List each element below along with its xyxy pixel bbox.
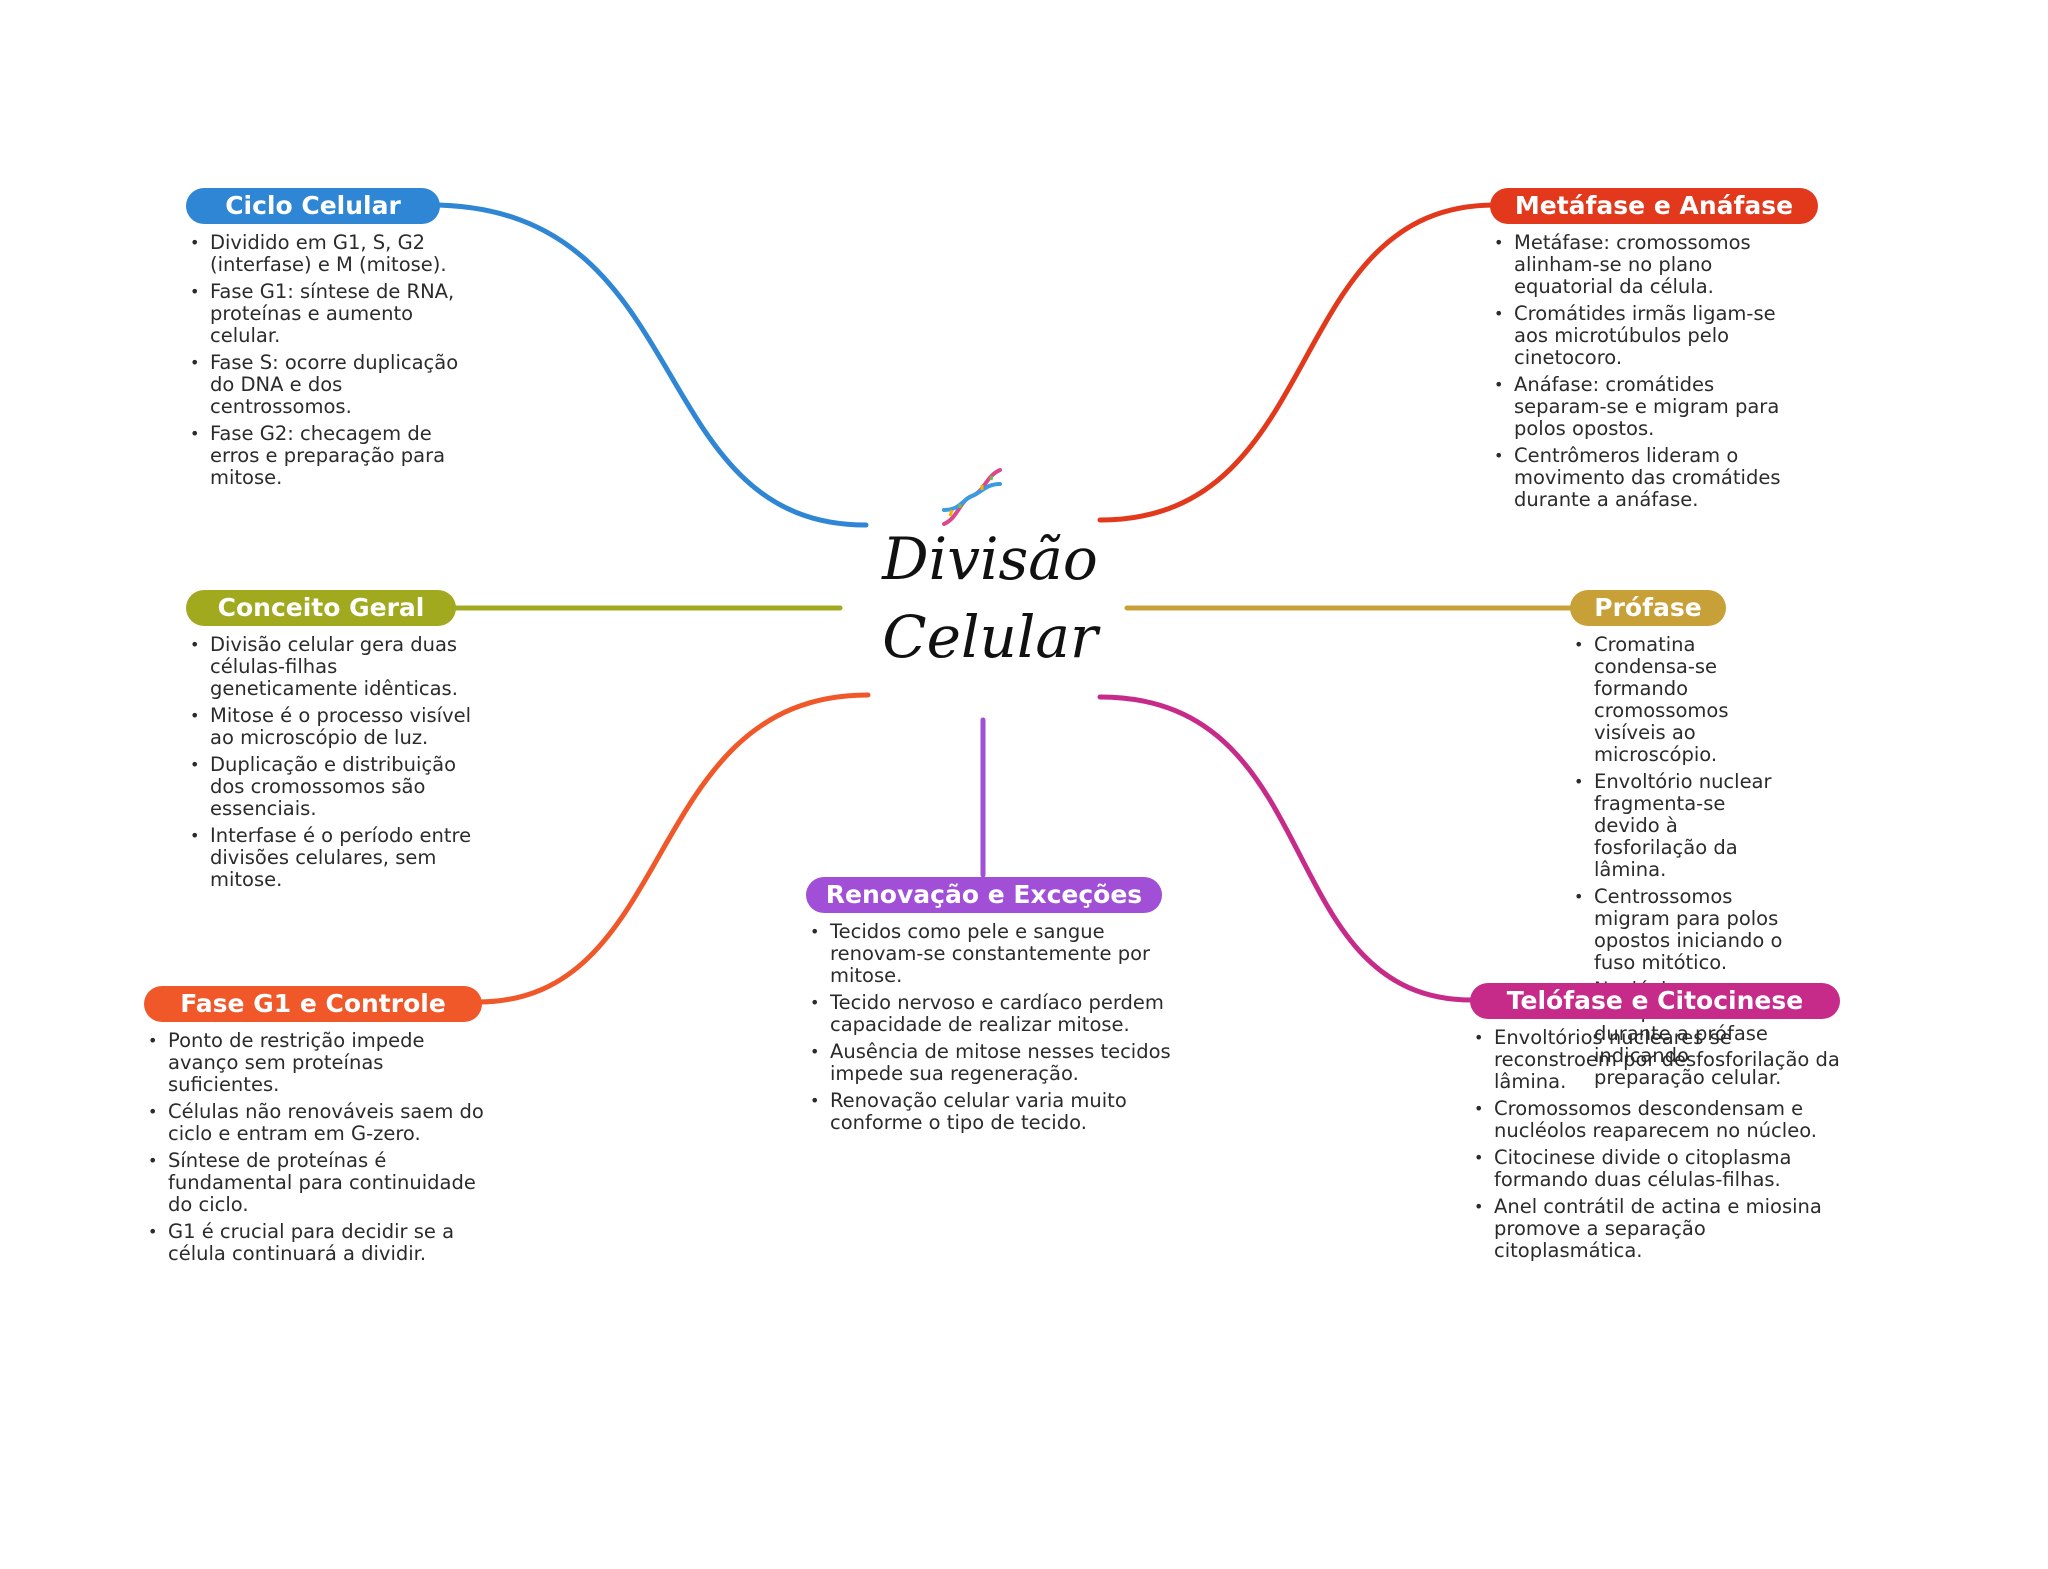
list-item: Fase G1: síntese de RNA, proteínas e aum…: [186, 281, 470, 347]
central-topic-line-2: Celular: [882, 603, 1098, 671]
list-item: Centrômeros lideram o movimento das crom…: [1490, 445, 1790, 511]
list-item: Fase G2: checagem de erros e preparação …: [186, 423, 470, 489]
list-item: Dividido em G1, S, G2 (interfase) e M (m…: [186, 232, 470, 276]
dna-icon: [942, 468, 1002, 526]
list-item: Cromatina condensa-se formando cromossom…: [1570, 634, 1790, 766]
list-item: Envoltórios nucleares se reconstroem por…: [1470, 1027, 1840, 1093]
list-item: Cromossomos descondensam e nucléolos rea…: [1470, 1098, 1840, 1142]
list-item: Divisão celular gera duas células-filhas…: [186, 634, 476, 700]
list-item: Metáfase: cromossomos alinham-se no plan…: [1490, 232, 1790, 298]
list-item: Envoltório nuclear fragmenta-se devido à…: [1570, 771, 1790, 881]
list-item: Ausência de mitose nesses tecidos impede…: [806, 1041, 1176, 1085]
branch-metafase-label[interactable]: Metáfase e Anáfase: [1490, 188, 1818, 224]
list-item: Citocinese divide o citoplasma formando …: [1470, 1147, 1840, 1191]
list-item: Renovação celular varia muito conforme o…: [806, 1090, 1176, 1134]
list-item: Síntese de proteínas é fundamental para …: [144, 1150, 490, 1216]
branch-fase-g1-label[interactable]: Fase G1 e Controle: [144, 986, 482, 1022]
branch-profase-list: Cromatina condensa-se formando cromossom…: [1570, 634, 1790, 1094]
branch-profase-label[interactable]: Prófase: [1570, 590, 1726, 626]
list-item: Centrossomos migram para polos opostos i…: [1570, 886, 1790, 974]
connector-ciclo: [427, 202, 869, 528]
list-item: Anáfase: cromátides separam-se e migram …: [1490, 374, 1790, 440]
connector-fase-g1: [475, 692, 871, 1005]
list-item: Duplicação e distribuição dos cromossomo…: [186, 754, 476, 820]
list-item: Cromátides irmãs ligam-se aos microtúbul…: [1490, 303, 1790, 369]
branch-fase-g1-list: Ponto de restrição impede avanço sem pro…: [144, 1030, 490, 1270]
branch-metafase-list: Metáfase: cromossomos alinham-se no plan…: [1490, 232, 1790, 516]
list-item: Células não renováveis saem do ciclo e e…: [144, 1101, 490, 1145]
branch-telofase-list: Envoltórios nucleares se reconstroem por…: [1470, 1027, 1840, 1267]
connector-telofase: [1097, 694, 1475, 1003]
list-item: Anel contrátil de actina e miosina promo…: [1470, 1196, 1840, 1262]
branch-conceito-list: Divisão celular gera duas células-filhas…: [186, 634, 476, 896]
branch-ciclo-label[interactable]: Ciclo Celular: [186, 188, 440, 224]
branch-ciclo-list: Dividido em G1, S, G2 (interfase) e M (m…: [186, 232, 470, 494]
branch-renovacao-list: Tecidos como pele e sangue renovam-se co…: [806, 921, 1176, 1139]
list-item: Mitose é o processo visível ao microscóp…: [186, 705, 476, 749]
list-item: G1 é crucial para decidir se a célula co…: [144, 1221, 490, 1265]
central-topic-line-1: Divisão: [882, 525, 1098, 593]
list-item: Fase S: ocorre duplicação do DNA e dos c…: [186, 352, 470, 418]
list-item: Tecido nervoso e cardíaco perdem capacid…: [806, 992, 1176, 1036]
branch-telofase-label[interactable]: Telófase e Citocinese: [1470, 983, 1840, 1019]
branch-conceito-label[interactable]: Conceito Geral: [186, 590, 456, 626]
list-item: Ponto de restrição impede avanço sem pro…: [144, 1030, 490, 1096]
list-item: Interfase é o período entre divisões cel…: [186, 825, 476, 891]
central-topic: Divisão Celular: [860, 520, 1120, 676]
connector-metafase: [1097, 202, 1498, 523]
list-item: Tecidos como pele e sangue renovam-se co…: [806, 921, 1176, 987]
branch-renovacao-label[interactable]: Renovação e Exceções: [806, 877, 1162, 913]
